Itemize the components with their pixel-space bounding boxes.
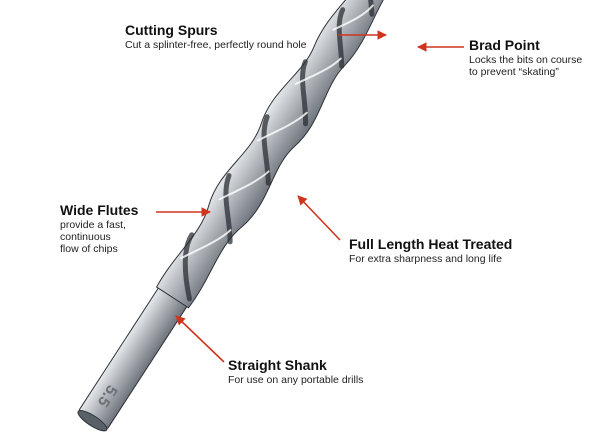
drill-flutes [182,0,375,302]
callout-desc: Cut a splinter-free, perfectly round hol… [125,39,307,51]
callout-title: Full Length Heat Treated [349,236,513,252]
arrow-heat-treated [297,195,341,241]
callout-desc: provide a fast, [60,219,126,231]
callout-title: Wide Flutes [60,202,139,218]
callout-title: Straight Shank [228,357,327,373]
callout-desc: For extra sharpness and long life [349,253,502,265]
callout-desc: to prevent “skating” [469,66,559,78]
callout-wide-flutes: Wide Flutes provide a fast, continuous f… [60,202,160,255]
callout-heat-treated: Full Length Heat Treated For extra sharp… [349,236,512,265]
callout-arrows [156,30,464,363]
callout-desc: continuous [60,231,111,243]
callout-title: Brad Point [469,37,540,53]
drill-shank [78,286,188,430]
shank-end [77,410,108,432]
drill-bit: 5.5 [77,0,391,432]
callout-desc: For use on any portable drills [228,374,364,386]
drill-fluted-body [155,0,391,309]
arrow-straight-shank [175,315,225,363]
callout-straight-shank: Straight Shank For use on any portable d… [228,357,363,386]
callout-cutting-spurs: Cutting Spurs Cut a splinter-free, perfe… [125,22,307,51]
callout-brad-point: Brad Point Locks the bits on course to p… [469,37,599,78]
callout-title: Cutting Spurs [125,22,218,38]
callout-desc: flow of chips [60,243,118,255]
callout-desc: Locks the bits on course [469,54,583,66]
